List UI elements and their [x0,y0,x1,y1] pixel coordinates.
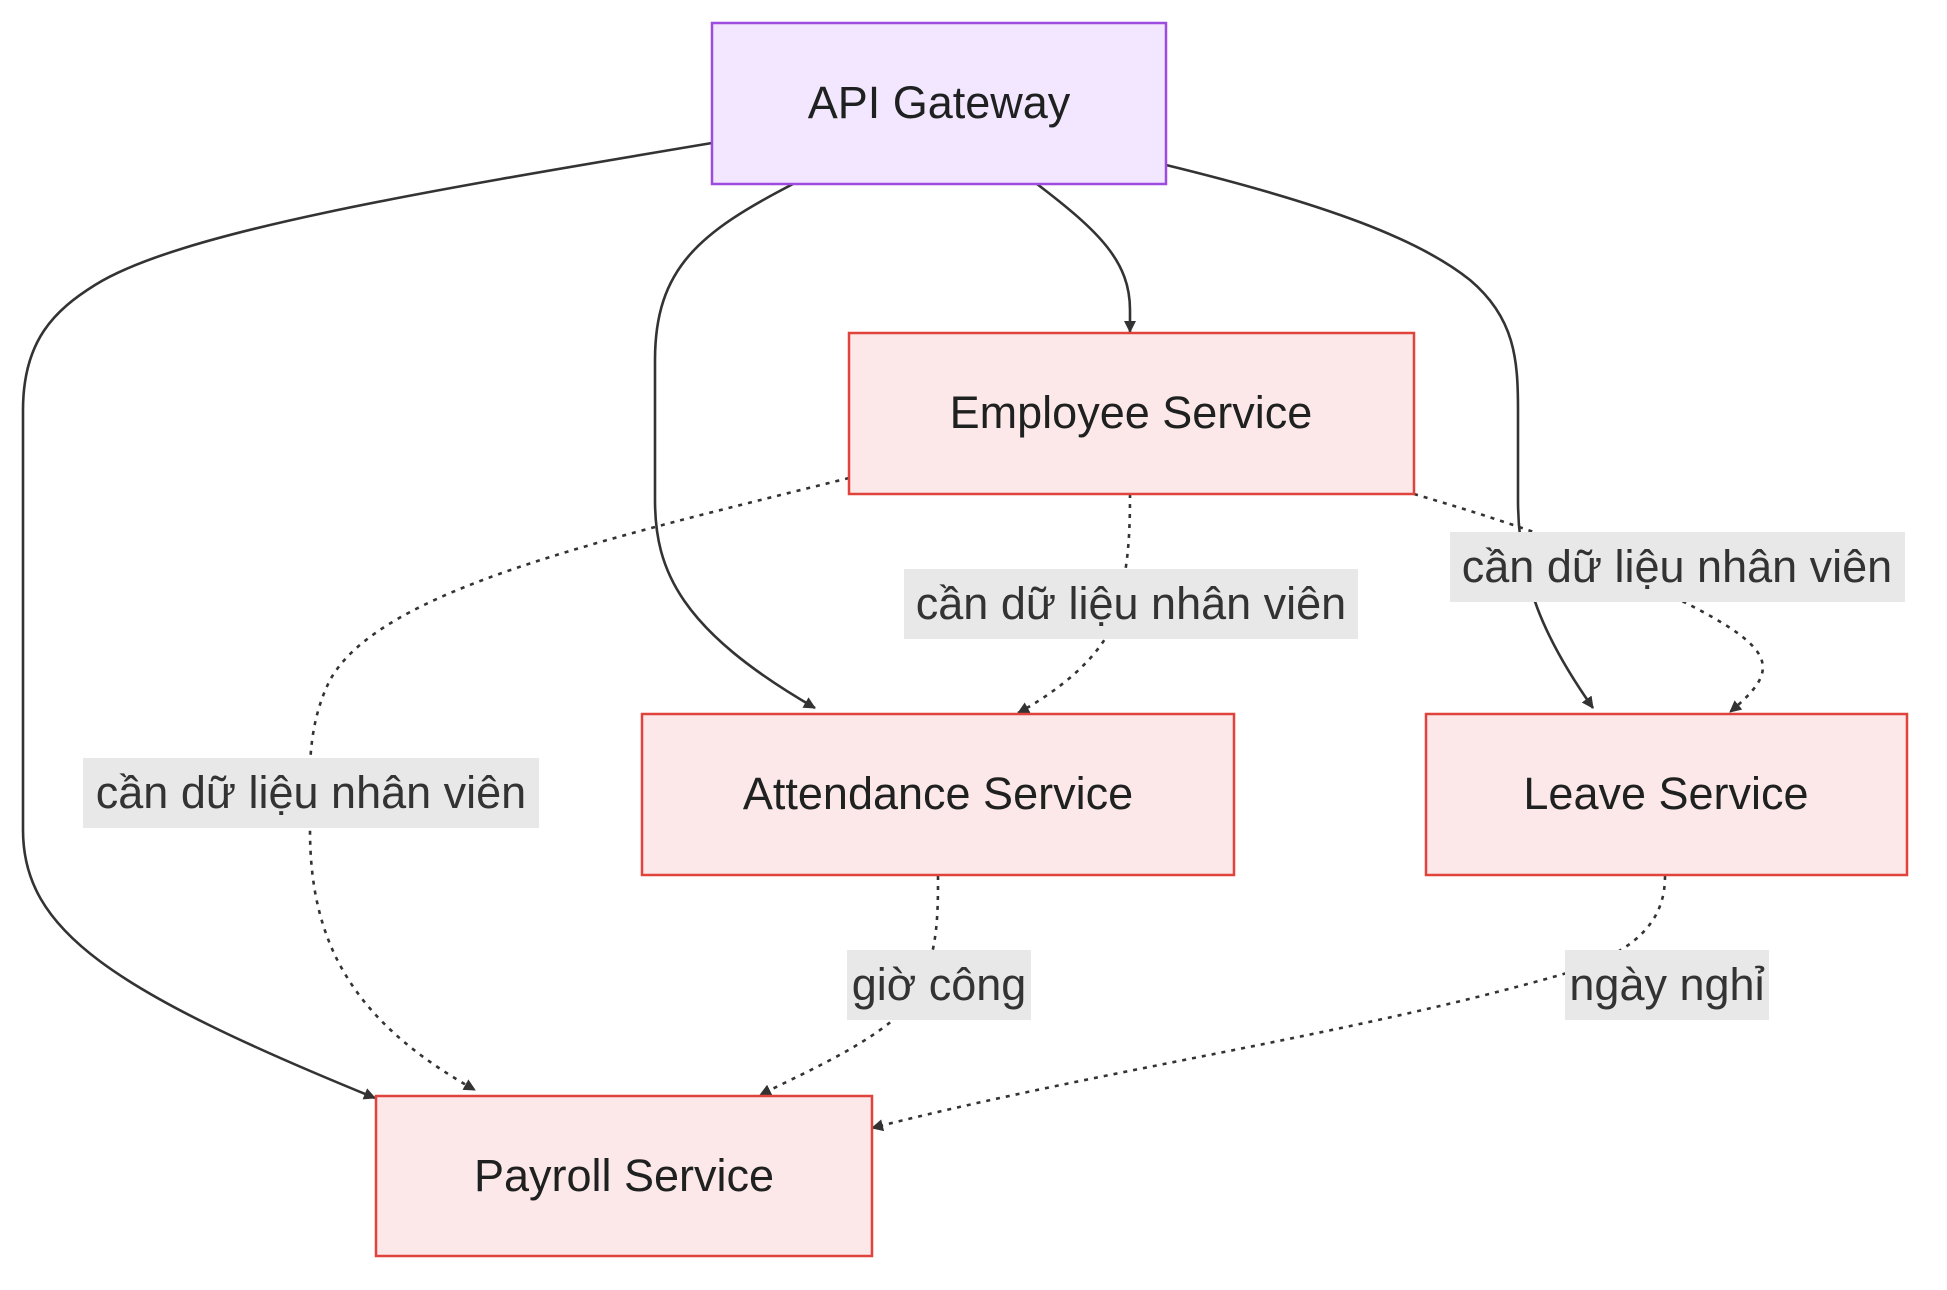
edge-label-leave-payroll: ngày nghỉ [1565,950,1769,1020]
node-payroll-service[interactable]: Payroll Service [374,1094,874,1258]
nodes: API Gateway Employee Service Attendance … [374,21,1909,1258]
edge-gateway-payroll [21,141,713,1100]
edges [21,141,1765,1132]
node-label: Leave Service [1523,768,1808,819]
node-label: Attendance Service [743,768,1133,819]
edge-label-employee-payroll: cần dữ liệu nhân viên [83,758,539,828]
node-employee-service[interactable]: Employee Service [847,331,1416,496]
edge-label-text: cần dữ liệu nhân viên [1462,541,1892,592]
edge-employee-attendance [1017,493,1132,715]
edge-label-employee-attendance: cần dữ liệu nhân viên [904,569,1358,639]
edge-label-text: cần dữ liệu nhân viên [916,578,1346,629]
edge-label-text: ngày nghỉ [1569,959,1764,1010]
edge-gateway-employee [1036,182,1136,333]
node-label: API Gateway [808,77,1071,128]
edge-employee-payroll [308,476,850,1092]
edge-leave-payroll [871,875,1667,1132]
edge-attendance-payroll [759,875,940,1097]
edge-employee-leave [1413,492,1765,713]
node-label: Payroll Service [474,1150,774,1201]
edge-label-employee-leave: cần dữ liệu nhân viên [1450,532,1905,602]
edge-label-text: giờ công [852,959,1027,1010]
edge-label-text: cần dữ liệu nhân viên [96,767,526,818]
node-leave-service[interactable]: Leave Service [1424,712,1909,877]
node-label: Employee Service [950,387,1313,438]
edge-gateway-leave [1165,163,1595,709]
edge-gateway-attendance [653,182,816,710]
node-api-gateway[interactable]: API Gateway [710,21,1168,186]
edge-labels: cần dữ liệu nhân viên cần dữ liệu nhân v… [83,532,1905,1020]
node-attendance-service[interactable]: Attendance Service [640,712,1236,877]
edge-label-attendance-payroll: giờ công [847,950,1031,1020]
